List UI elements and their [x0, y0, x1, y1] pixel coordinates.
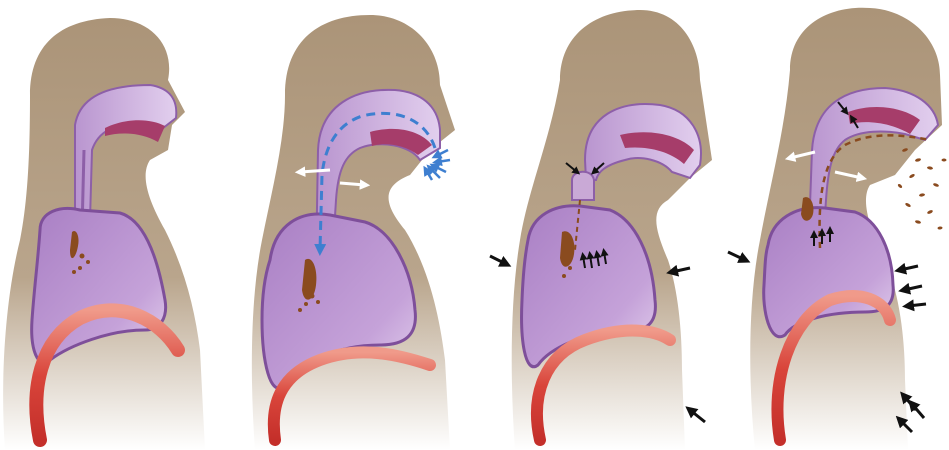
panel-2 — [252, 15, 455, 450]
closed-glottis — [572, 172, 594, 200]
panel-3 — [490, 10, 712, 450]
panel-4 — [728, 8, 947, 450]
panel-1 — [3, 18, 205, 450]
